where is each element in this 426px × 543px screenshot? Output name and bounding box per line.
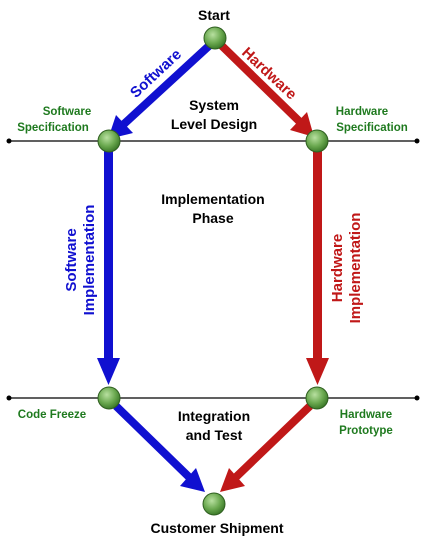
- start-node: [203, 26, 227, 50]
- hardware-implementation-label-line1: Hardware: [329, 234, 346, 302]
- timeline-bottom: [6, 395, 420, 401]
- hardware-specification-label-line2: Specification: [336, 122, 408, 134]
- customer-shipment-node: [202, 492, 226, 516]
- hardware-specification-label-line1: Hardware: [336, 106, 388, 118]
- hardware-arrow: [217, 41, 314, 137]
- software-specification-node: [97, 129, 121, 153]
- integration-and-test-label-line1: Integration: [178, 408, 250, 424]
- code-freeze-node: [97, 386, 121, 410]
- integration-and-test-label-line2: and Test: [186, 427, 243, 443]
- hardware-prototype-label-line1: Hardware: [340, 409, 392, 421]
- software-implementation-arrow: [97, 150, 120, 385]
- system-level-design-label-line2: Level Design: [171, 116, 257, 132]
- system-level-design-label-line1: System: [189, 97, 239, 113]
- hardware-path: [217, 41, 329, 492]
- implementation-phase-label-line2: Phase: [192, 210, 233, 226]
- software-specification-label-line2: Specification: [17, 122, 89, 134]
- start-label: Start: [198, 7, 230, 23]
- software-path: [97, 41, 214, 492]
- timeline-top: [6, 138, 420, 144]
- software-integration-arrow: [113, 403, 205, 492]
- implementation-phase-label-line1: Implementation: [161, 191, 264, 207]
- software-implementation-label: Software Implementation: [63, 205, 98, 316]
- code-freeze-label: Code Freeze: [18, 409, 86, 421]
- hardware-integration-arrow: [220, 403, 313, 492]
- customer-shipment-label: Customer Shipment: [150, 520, 283, 536]
- software-specification-label-line1: Software: [43, 106, 92, 118]
- software-implementation-label-line1: Software: [63, 228, 80, 291]
- hardware-prototype-label-line2: Prototype: [339, 425, 393, 437]
- hardware-prototype-node: [305, 386, 329, 410]
- hardware-specification-node: [305, 129, 329, 153]
- hardware-implementation-label-line2: Implementation: [347, 213, 364, 324]
- software-implementation-label-line2: Implementation: [81, 205, 98, 316]
- hardware-implementation-arrow: [306, 150, 329, 385]
- hardware-implementation-label: Hardware Implementation: [329, 213, 364, 324]
